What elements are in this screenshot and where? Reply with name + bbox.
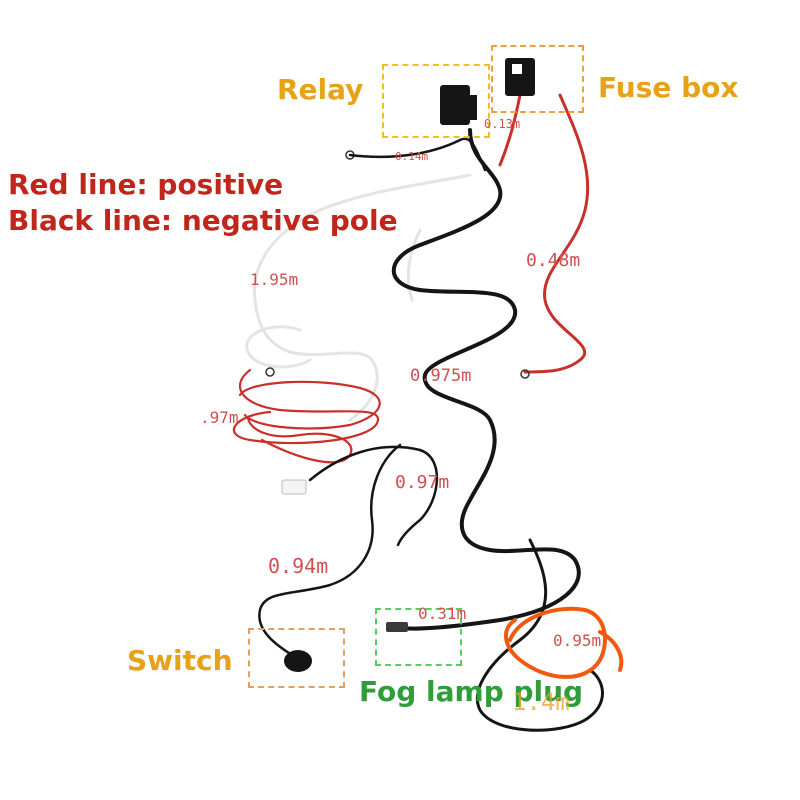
- highlight-trace: [504, 606, 624, 679]
- red-wire-short: [498, 93, 522, 167]
- fuse-box-component: [505, 58, 535, 96]
- legend-black-line: Black line: negative pole: [8, 204, 398, 237]
- ring-terminal: [265, 367, 275, 377]
- white-wire: [245, 173, 472, 422]
- relay-label: Relay: [277, 73, 364, 106]
- fuse-box-box: [491, 45, 584, 113]
- switch-label: Switch: [127, 644, 233, 677]
- ring-terminal: [520, 369, 530, 379]
- connector-plug: [281, 479, 307, 495]
- measurement-label: 0.31m: [418, 604, 467, 623]
- black-wire-switch: [258, 443, 402, 662]
- fuse-box-label: Fuse box: [598, 71, 739, 104]
- measurement-label: 0.975m: [410, 366, 472, 386]
- measurement-label: 0.94m: [268, 554, 329, 578]
- measurement-label: 0.97m: [395, 472, 450, 493]
- black-wire-branch: [308, 445, 439, 547]
- measurement-label: 1.95m: [250, 270, 299, 289]
- fog-lamp-plug-label: Fog lamp plug: [359, 675, 584, 708]
- measurement-label: 0.48m: [526, 250, 581, 271]
- switch-box: [248, 628, 345, 688]
- measurement-label: 0.95m: [553, 631, 602, 650]
- black-wire-main: [391, 128, 581, 631]
- legend-red-line: Red line: positive: [8, 168, 284, 201]
- measurement-label: 0.14m: [395, 150, 429, 163]
- relay-box: [382, 64, 490, 138]
- measurement-label: 1.4m: [512, 688, 570, 716]
- measurement-label: .97m: [200, 408, 239, 427]
- fog-lamp-plug-box: [375, 608, 462, 666]
- fog-lamp-plug-component: [386, 622, 408, 632]
- switch-component: [284, 650, 312, 672]
- black-wire-fog: [475, 538, 604, 732]
- red-coil: [232, 368, 381, 464]
- measurement-label: 0.13m: [484, 117, 521, 131]
- red-wire-fuse: [523, 93, 590, 374]
- relay-component: [345, 85, 487, 172]
